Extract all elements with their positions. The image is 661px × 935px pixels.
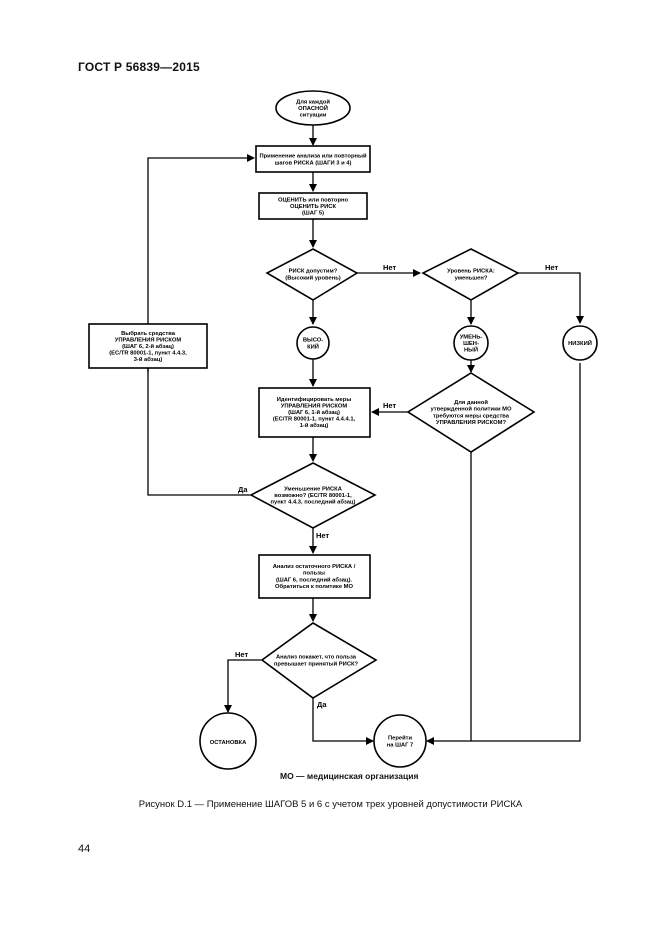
stop-text: ОСТАНОВКА [210, 740, 247, 746]
node-text-line: (ЕС/TR 80001-1, пункт 4.4.4.1, [273, 417, 356, 423]
node-text-line: (Высокий уровень) [285, 274, 340, 281]
node-text-line: Выбрать средства [121, 330, 176, 337]
node-text-line: ШЕН- [463, 341, 479, 347]
node-text-line: ОЦЕНИТЬ или повторно [278, 197, 349, 203]
edge-label-yes: Да [238, 485, 248, 494]
node-text-line: УПРАВЛЕНИЯ РИСКОМ [115, 337, 182, 343]
start-terminal [275, 90, 351, 126]
node-text-line: Обратиться к политике МО [275, 583, 353, 590]
node-text-line: НИЗКИЙ [568, 339, 592, 347]
node-text-line: утвержденной политики МО [430, 406, 511, 413]
low-level-text: НИЗКИЙ [568, 339, 592, 347]
high-level-node [296, 326, 330, 360]
document-header: ГОСТ Р 56839—2015 [78, 60, 200, 74]
node-text-line: Анализ остаточного РИСКА / [273, 564, 356, 570]
risk-acceptable-text: РИСК допустим?(Высокий уровень) [285, 269, 340, 282]
edge-label-no: Нет [545, 263, 558, 272]
edge-label-no: Нет [383, 263, 396, 272]
node-text-line: 1-й абзац) [300, 422, 329, 429]
node-text-line: Идентифицировать меры [277, 396, 352, 403]
node-text-line: (ШАГ 6, последний абзац). [276, 576, 352, 583]
identify-controls-box [258, 387, 371, 438]
node-text-line: шагов РИСКА (ШАГИ 3 и 4) [275, 160, 352, 166]
low-level-node [562, 325, 598, 361]
node-text-line: УПРАВЛЕНИЯ РИСКОМ [281, 403, 348, 409]
page-number: 44 [78, 843, 91, 855]
node-text-line: ситуации [300, 113, 327, 119]
node-text-line: ОПАСНОЙ [298, 104, 328, 112]
node-text-line: РИСК допустим? [289, 269, 338, 275]
figure-caption: Рисунок D.1 — Применение ШАГОВ 5 и 6 с у… [138, 799, 523, 810]
risk-level-text: Уровень РИСКА:уменьшен? [447, 269, 495, 282]
node-text-line: УПРАВЛЕНИЯ РИСКОМ? [436, 420, 507, 426]
edge-label-yes: Да [317, 700, 327, 709]
node-text-line: ОСТАНОВКА [210, 740, 247, 746]
residual-risk-box [258, 554, 371, 599]
node-text-line: 3-й абзац) [134, 356, 163, 363]
connectors [147, 125, 584, 745]
benefit-decision [260, 622, 378, 699]
high-level-text: ВЫСО-КИЙ [303, 338, 323, 351]
risk-reduction-decision [249, 462, 377, 529]
node-text-line: превышает принятый РИСК? [274, 660, 359, 667]
node-text-line: (ЕС/TR 80001-1, пункт 4.4.3, [109, 351, 187, 357]
edge-label-no: Нет [316, 531, 329, 540]
node-text-line: Применение анализа или повторный [259, 153, 366, 160]
node-text-line: (ШАГ 6, 2-й абзац) [122, 343, 174, 350]
mo-controls-required-decision [406, 372, 536, 453]
node-text-line: пользы [303, 571, 325, 577]
node-text-line: возможно? (ЕС/TR 80001-1, [274, 493, 352, 499]
node-text-line: Уровень РИСКА: [447, 269, 495, 275]
edge-label-no: Нет [383, 401, 396, 410]
node-text-line: требуются меры средства [433, 412, 510, 419]
legend-note: МО — медицинская организация [280, 771, 419, 781]
stop-terminal [199, 712, 257, 770]
node-text-line: (ШАГ 6, 1-й абзац) [288, 409, 340, 416]
node-text-line: Анализ покажет, что польза [276, 655, 357, 661]
evaluate-risk-box [258, 192, 368, 220]
apply-steps-box [255, 145, 371, 173]
risk-level-decision [421, 248, 520, 301]
node-text-line: ОЦЕНИТЬ РИСК [290, 204, 337, 210]
node-text-line: уменьшен? [455, 275, 488, 281]
node-text-line: КИЙ [307, 342, 319, 350]
node-text-line: Перейти [388, 735, 413, 742]
edge-label-no: Нет [235, 650, 248, 659]
risk-acceptable-decision [265, 248, 359, 301]
node-text-line: УМЕНЬ- [460, 334, 483, 340]
node-text-line: ВЫСО- [303, 338, 323, 344]
choose-controls-box [88, 323, 208, 369]
node-text-line: Для каждой [296, 98, 330, 105]
node-text-line: Для данной [454, 399, 488, 406]
medium-level-node [453, 325, 489, 361]
goto-step7-terminal [373, 714, 427, 768]
node-text-line: пункт 4.4.3, последний абзац) [271, 499, 356, 506]
residual-risk-text: Анализ остаточного РИСКА /пользы(ШАГ 6, … [273, 564, 356, 590]
medium-level-text: УМЕНЬ-ШЕН-НЫЙ [460, 334, 483, 353]
node-text-line: Уменьшение РИСКА [284, 486, 343, 492]
node-text-line: на ШАГ 7 [387, 742, 413, 748]
node-text-line: НЫЙ [464, 346, 478, 354]
node-text-line: (ШАГ 5) [302, 211, 324, 217]
